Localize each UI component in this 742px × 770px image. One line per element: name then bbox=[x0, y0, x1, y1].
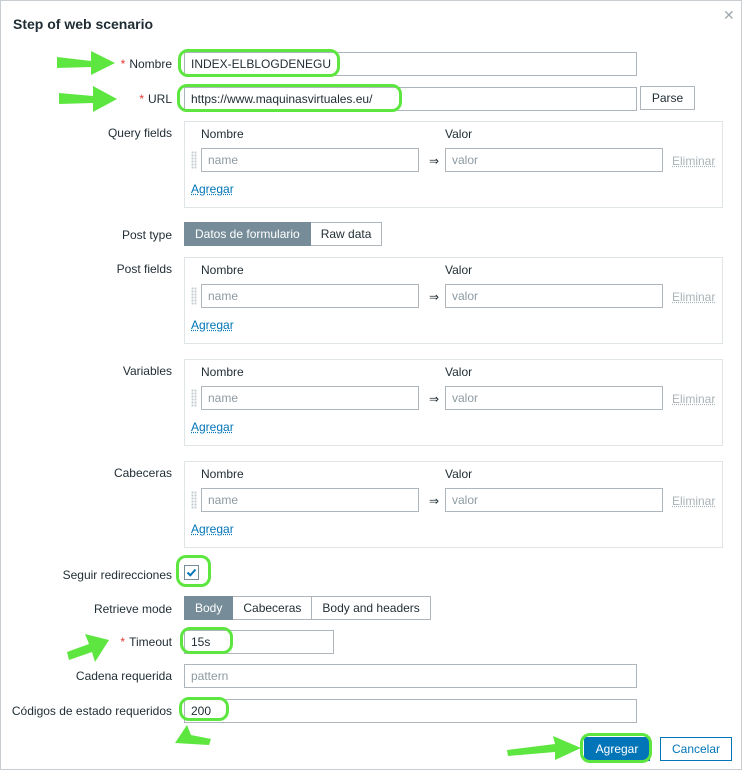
required-string-label: Cadena requerida bbox=[75, 669, 172, 683]
query-name-input[interactable] bbox=[201, 148, 419, 172]
arrow-icon: ⇒ bbox=[429, 494, 440, 508]
post-type-label: Post type bbox=[121, 228, 172, 242]
query-fields-label: Query fields bbox=[107, 126, 172, 140]
header-name-input[interactable] bbox=[201, 488, 419, 512]
column-header-value: Valor bbox=[445, 127, 473, 141]
column-header-value: Valor bbox=[445, 467, 473, 481]
arrow-pointer-icon bbox=[59, 86, 117, 112]
variable-name-input[interactable] bbox=[201, 386, 419, 410]
arrow-pointer-icon bbox=[67, 634, 109, 662]
status-codes-label: Códigos de estado requeridos bbox=[11, 704, 172, 718]
headers-table: Nombre Valor ⇒ Eliminar Agregar bbox=[184, 461, 723, 548]
drag-handle-icon[interactable] bbox=[191, 287, 197, 305]
headers-label: Cabeceras bbox=[113, 466, 172, 480]
header-remove-link[interactable]: Eliminar bbox=[672, 494, 716, 508]
variable-add-link[interactable]: Agregar bbox=[191, 420, 234, 434]
retrieve-mode-headers[interactable]: Cabeceras bbox=[233, 596, 313, 620]
post-fields-label: Post fields bbox=[116, 262, 172, 276]
variable-value-input[interactable] bbox=[445, 386, 663, 410]
retrieve-mode-label: Retrieve mode bbox=[93, 602, 172, 616]
query-remove-link[interactable]: Eliminar bbox=[672, 154, 716, 168]
post-type-form-data[interactable]: Datos de formulario bbox=[184, 222, 311, 246]
post-fields-table: Nombre Valor ⇒ Eliminar Agregar bbox=[184, 257, 723, 344]
url-input[interactable] bbox=[184, 87, 637, 111]
dialog-title: Step of web scenario bbox=[13, 16, 154, 32]
status-codes-input[interactable] bbox=[184, 699, 637, 723]
drag-handle-icon[interactable] bbox=[191, 491, 197, 509]
timeout-input[interactable] bbox=[184, 630, 334, 654]
required-string-input[interactable] bbox=[184, 664, 637, 688]
retrieve-mode-body[interactable]: Body bbox=[184, 596, 234, 620]
follow-redirects-label: Seguir redirecciones bbox=[62, 568, 172, 582]
follow-redirects-checkbox[interactable] bbox=[184, 565, 199, 580]
arrow-pointer-icon bbox=[57, 51, 115, 75]
cancel-button[interactable]: Cancelar bbox=[660, 737, 732, 761]
arrow-pointer-icon bbox=[507, 736, 581, 760]
column-header-value: Valor bbox=[445, 263, 473, 277]
variables-table: Nombre Valor ⇒ Eliminar Agregar bbox=[184, 359, 723, 446]
query-add-link[interactable]: Agregar bbox=[191, 182, 234, 196]
checkmark-icon bbox=[186, 568, 197, 577]
name-input[interactable] bbox=[184, 52, 637, 76]
header-value-input[interactable] bbox=[445, 488, 663, 512]
post-add-link[interactable]: Agregar bbox=[191, 318, 234, 332]
column-header-name: Nombre bbox=[201, 365, 244, 379]
drag-handle-icon[interactable] bbox=[191, 389, 197, 407]
arrow-pointer-icon bbox=[175, 725, 211, 745]
post-remove-link[interactable]: Eliminar bbox=[672, 290, 716, 304]
post-name-input[interactable] bbox=[201, 284, 419, 308]
query-value-input[interactable] bbox=[445, 148, 663, 172]
retrieve-mode-body-and-headers[interactable]: Body and headers bbox=[312, 596, 431, 620]
submit-button[interactable]: Agregar bbox=[584, 737, 650, 761]
arrow-icon: ⇒ bbox=[429, 154, 440, 168]
variables-label: Variables bbox=[122, 364, 172, 378]
timeout-label: *Timeout bbox=[120, 635, 172, 649]
header-add-link[interactable]: Agregar bbox=[191, 522, 234, 536]
name-label: *Nombre bbox=[120, 57, 172, 71]
column-header-value: Valor bbox=[445, 365, 473, 379]
query-fields-table: Nombre Valor ⇒ Eliminar Agregar bbox=[184, 121, 723, 208]
retrieve-mode-toggle: Body Cabeceras Body and headers bbox=[184, 596, 431, 620]
variable-remove-link[interactable]: Eliminar bbox=[672, 392, 716, 406]
column-header-name: Nombre bbox=[201, 127, 244, 141]
arrow-icon: ⇒ bbox=[429, 290, 440, 304]
close-icon[interactable]: ✕ bbox=[723, 7, 735, 23]
column-header-name: Nombre bbox=[201, 467, 244, 481]
url-label: *URL bbox=[139, 92, 172, 106]
drag-handle-icon[interactable] bbox=[191, 151, 197, 169]
post-type-raw-data[interactable]: Raw data bbox=[310, 222, 383, 246]
post-type-toggle: Datos de formulario Raw data bbox=[184, 222, 383, 246]
parse-button[interactable]: Parse bbox=[640, 86, 695, 110]
post-value-input[interactable] bbox=[445, 284, 663, 308]
column-header-name: Nombre bbox=[201, 263, 244, 277]
arrow-icon: ⇒ bbox=[429, 392, 440, 406]
